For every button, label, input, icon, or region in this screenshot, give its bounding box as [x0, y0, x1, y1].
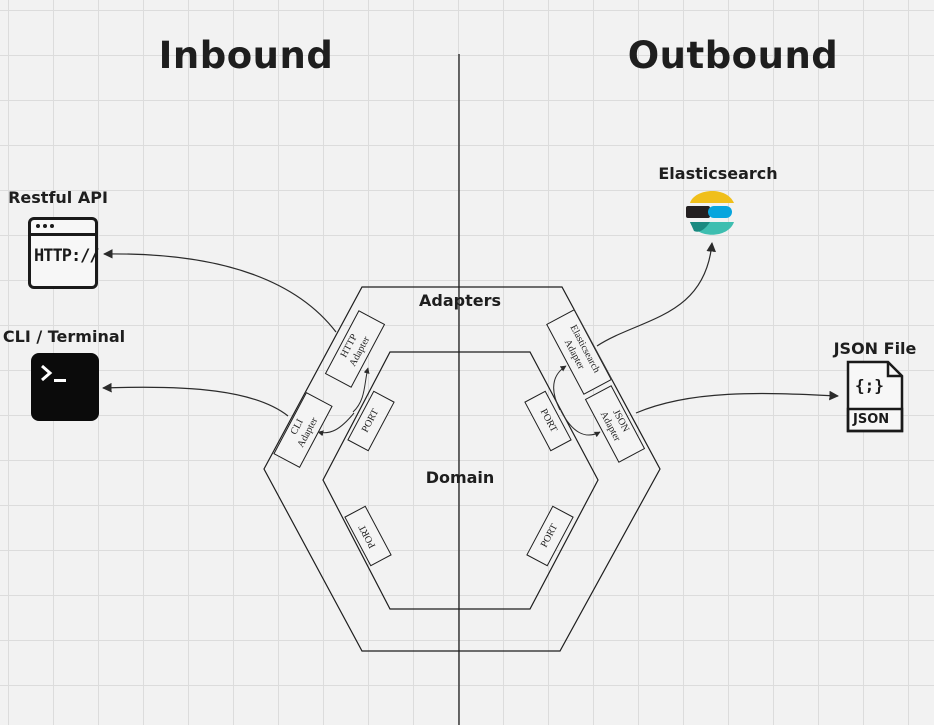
arrow-port-to-http-adapter	[352, 367, 370, 413]
outbound-heading: Outbound	[627, 34, 839, 77]
cli-terminal-label: CLI / Terminal	[2, 327, 126, 346]
json-icon-symbol: {;}	[855, 376, 884, 395]
arrow-cli-adapter-to-terminal	[102, 382, 289, 417]
adapters-hexagon	[263, 286, 661, 652]
arrow-port-to-cli-adapter	[317, 412, 355, 437]
adapters-label: Adapters	[419, 291, 501, 310]
arrow-http-adapter-to-restful-api	[103, 249, 337, 333]
arrow-port-to-json-adapter	[560, 410, 601, 438]
elasticsearch-logo	[686, 183, 738, 243]
http-window-icon: HTTP://	[28, 217, 100, 289]
domain-hexagon	[322, 351, 599, 610]
arrow-elasticsearch-adapter-to-elasticsearch	[596, 242, 716, 347]
json-icon-text: JSON	[853, 412, 890, 427]
arrow-port-to-elasticsearch-adapter	[553, 365, 567, 411]
inbound-heading: Inbound	[158, 34, 334, 77]
domain-label: Domain	[425, 468, 495, 487]
elasticsearch-label: Elasticsearch	[658, 164, 778, 183]
http-icon-text: HTTP://	[34, 246, 100, 266]
json-file-label: JSON File	[833, 339, 917, 358]
arrow-json-adapter-to-json-file	[635, 390, 839, 414]
restful-api-label: Restful API	[8, 188, 108, 207]
terminal-icon	[31, 353, 99, 421]
json-file-icon: {;} JSON	[846, 360, 904, 433]
